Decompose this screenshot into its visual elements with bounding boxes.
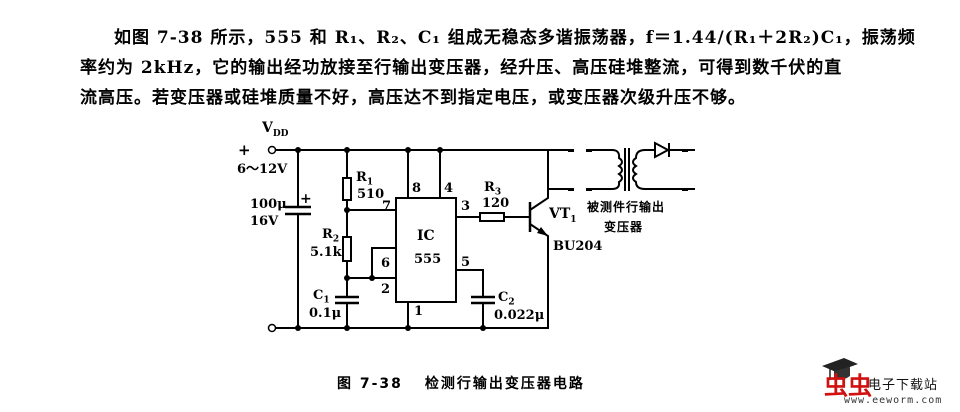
vt1-part-number: BU204 [553,239,603,254]
junction-dot [405,325,411,331]
junction-dot [344,207,350,213]
r3-body [479,212,505,222]
supply-cap-value: 100μ [250,197,287,212]
junction-dot [405,147,411,153]
lead-dash [586,149,592,152]
r2-body [342,236,352,262]
lead-dash [586,188,592,191]
supply-voltage-range: 6～12V [237,162,288,177]
ic-pin-7: 7 [382,199,392,214]
lead-dash [682,149,688,152]
ic-pin-6: 6 [381,256,391,271]
transformer-label-line-2: 变压器 [604,220,644,234]
ic-pin-8: 8 [412,181,422,196]
junction-dot [344,325,350,331]
ic-pin-5: 5 [461,255,471,270]
diode-symbol [654,141,671,159]
vt1-emitter-arrow [537,227,548,236]
description-paragraph: 如图 7-38 所示，555 和 R₁、R₂、C₁ 组成无稳态多谐振荡器，f＝1… [80,23,930,113]
transformer-label-line-1: 被测件行输出 [587,200,666,214]
watermark-bug-chars: 虫虫 [824,372,872,400]
vdd-label: VDD [262,120,289,139]
r2-value: 5.1k [310,245,342,260]
ic-pin-1: 1 [414,304,424,319]
vt1-collector [529,150,549,211]
c2-label: C2 [498,290,515,308]
tx-primary-coil [611,149,623,190]
ic-label: IC [417,228,435,244]
junction-dot [295,325,301,331]
graduation-cap-icon [822,358,858,380]
r3-label: R3 [484,180,502,198]
r1-value: 510 [357,187,385,202]
c1-value: 0.1μ [309,306,342,321]
r3-value: 120 [482,196,510,211]
lead-dash [682,188,688,191]
ic-pin-3: 3 [461,199,471,214]
watermark-site-name: 电子下载站 [868,378,939,393]
tx-secondary-coil [632,149,646,190]
c1-label: C1 [313,288,330,306]
c2-value: 0.022μ [494,308,545,323]
lead-dash [568,188,574,191]
watermark-logo: 虫虫 电子下载站 www.eeworm.com [816,348,960,412]
ic-pin-4: 4 [444,181,454,196]
junction-dot [369,275,375,281]
vdd-terminal [267,145,277,155]
watermark-url: www.eeworm.com [844,395,943,406]
paragraph-line-1: 如图 7-38 所示，555 和 R₁、R₂、C₁ 组成无稳态多谐振荡器，f＝1… [114,28,916,48]
vt1-label: VT1 [549,206,577,225]
paragraph-line-2: 率约为 2kHz，它的输出经功放接至行输出变压器，经升压、高压硅堆整流，可得到数… [80,58,843,78]
ic-555-body [395,197,457,303]
ground-terminal [267,323,277,333]
figure-caption: 图 7-38 检测行输出变压器电路 [337,373,585,393]
paragraph-line-3: 流高压。若变压器或硅堆质量不好，高压达不到指定电压，或变压器次级升压不够。 [80,88,746,108]
ic-part-number: 555 [414,252,442,267]
junction-dot [344,147,350,153]
ic-pin-2: 2 [381,282,391,297]
supply-cap-voltage: 16V [250,214,279,229]
r2-label: R2 [322,227,340,245]
junction-dot [437,147,443,153]
r1-body [342,177,352,201]
figure-title: 检测行输出变压器电路 [424,376,585,392]
junction-dot [344,275,350,281]
figure-number: 图 7-38 [337,376,403,392]
pin6-wire [371,247,396,278]
vdd-plus-sign: + [238,141,251,159]
junction-dot [480,325,486,331]
pin5-wire [456,269,484,297]
supply-cap-polarity: + [300,191,312,207]
junction-dot [295,147,301,153]
r1-label: R1 [356,170,374,188]
lead-dash [568,149,574,152]
